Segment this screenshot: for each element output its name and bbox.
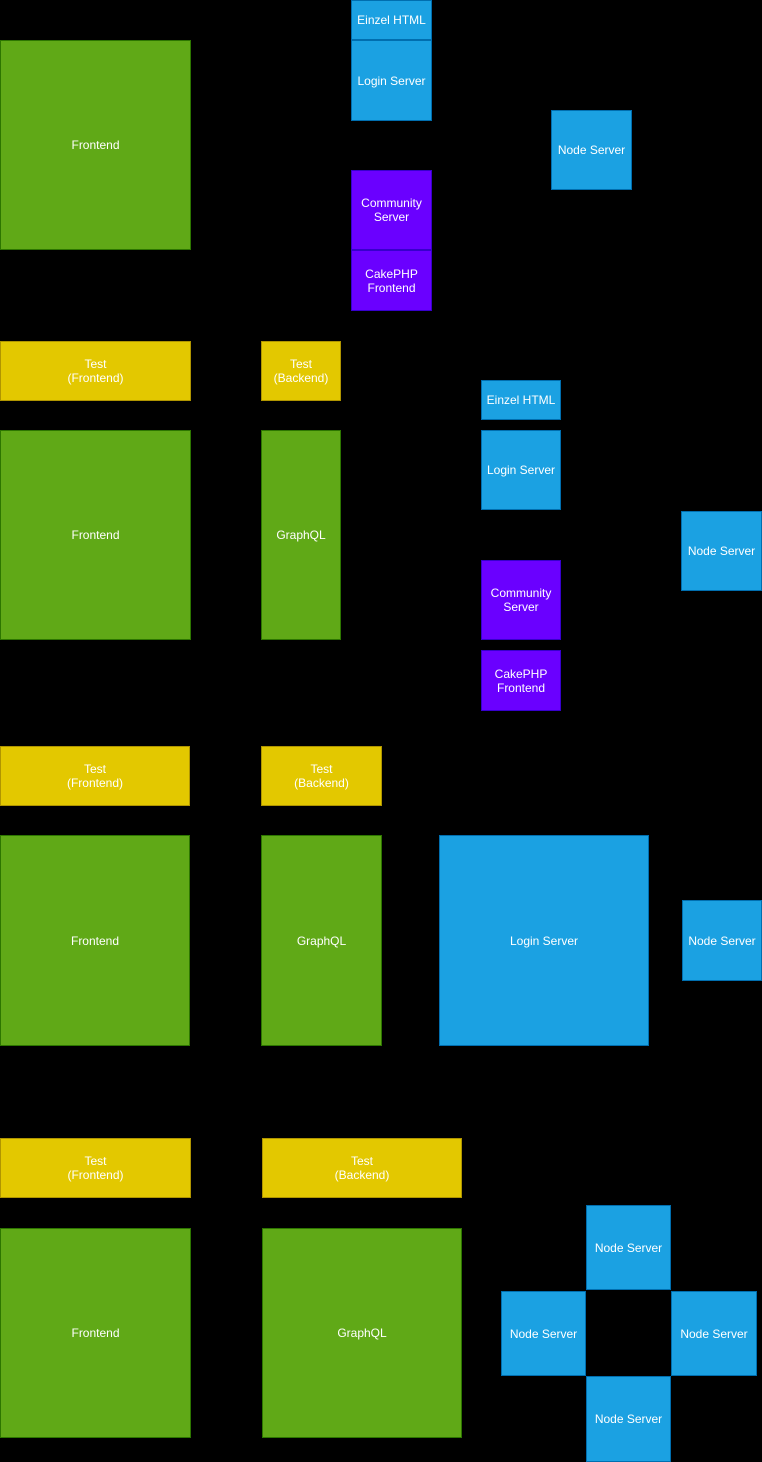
shape-node-server-1: Node Server	[551, 110, 632, 190]
shape-label: Test (Backend)	[294, 762, 349, 790]
shape-einzel-html-1: Einzel HTML	[351, 0, 432, 40]
shape-label: Node Server	[594, 1412, 663, 1426]
shape-frontend-1: Frontend	[0, 40, 191, 250]
shape-label: Frontend	[71, 138, 120, 152]
shape-community-server-2: Community Server	[481, 560, 561, 640]
shape-label: Frontend	[70, 933, 120, 948]
shape-label: GraphQL	[296, 933, 347, 948]
shape-einzel-html-2: Einzel HTML	[481, 380, 561, 420]
shape-label: CakePHP Frontend	[365, 266, 418, 295]
shape-frontend-2: Frontend	[0, 430, 191, 640]
shape-label: Test (Frontend)	[67, 1154, 124, 1182]
shape-node-server-4-top: Node Server	[586, 1205, 671, 1290]
shape-label: Node Server	[509, 1326, 578, 1341]
shape-test-backend-3: Test (Backend)	[261, 746, 382, 806]
shape-frontend-4: Frontend	[0, 1228, 191, 1438]
shape-label: Test (Backend)	[273, 357, 329, 385]
shape-label: Node Server	[557, 143, 626, 157]
shape-label: Node Server	[688, 933, 756, 948]
shape-login-server-2: Login Server	[481, 430, 561, 510]
shape-label: Frontend	[71, 528, 120, 542]
shape-label: Test (Backend)	[334, 1154, 390, 1182]
shape-label: Node Server	[594, 1240, 663, 1255]
shape-label: CakePHP Frontend	[494, 666, 548, 695]
shape-cakephp-frontend-1: CakePHP Frontend	[351, 250, 432, 311]
shape-test-frontend-4: Test (Frontend)	[0, 1138, 191, 1198]
shape-test-frontend-3: Test (Frontend)	[0, 746, 190, 806]
shape-label: Node Server	[680, 1326, 748, 1341]
shape-graphql-3: GraphQL	[261, 835, 382, 1046]
shape-test-backend-2: Test (Backend)	[261, 341, 341, 401]
shape-label: Community Server	[490, 586, 552, 614]
shape-label: Login Server	[486, 463, 556, 477]
shape-login-server-1: Login Server	[351, 40, 432, 121]
shape-label: GraphQL	[276, 528, 326, 542]
shape-node-server-4-right: Node Server	[671, 1291, 757, 1376]
shape-label: Node Server	[687, 544, 756, 558]
shape-label: GraphQL	[337, 1326, 387, 1340]
shape-cakephp-frontend-2: CakePHP Frontend	[481, 650, 561, 711]
shape-label: Login Server	[509, 933, 579, 948]
shape-node-server-2: Node Server	[681, 511, 762, 591]
shape-label: Einzel HTML	[357, 13, 426, 27]
shape-test-backend-4: Test (Backend)	[262, 1138, 462, 1198]
shape-label: Frontend	[71, 1326, 120, 1340]
shape-label: Test (Frontend)	[66, 762, 124, 790]
shape-label: Community Server	[361, 196, 422, 224]
shape-label: Login Server	[357, 73, 426, 88]
shape-test-frontend-2: Test (Frontend)	[0, 341, 191, 401]
shape-node-server-4-bottom: Node Server	[586, 1376, 671, 1462]
shape-label: Einzel HTML	[486, 393, 556, 407]
shape-community-server-1: Community Server	[351, 170, 432, 250]
shape-graphql-2: GraphQL	[261, 430, 341, 640]
shape-login-server-3: Login Server	[439, 835, 649, 1046]
shape-graphql-4: GraphQL	[262, 1228, 462, 1438]
shape-node-server-4-left: Node Server	[501, 1291, 586, 1376]
shape-label: Test (Frontend)	[67, 357, 124, 385]
shape-frontend-3: Frontend	[0, 835, 190, 1046]
shape-node-server-3: Node Server	[682, 900, 762, 981]
